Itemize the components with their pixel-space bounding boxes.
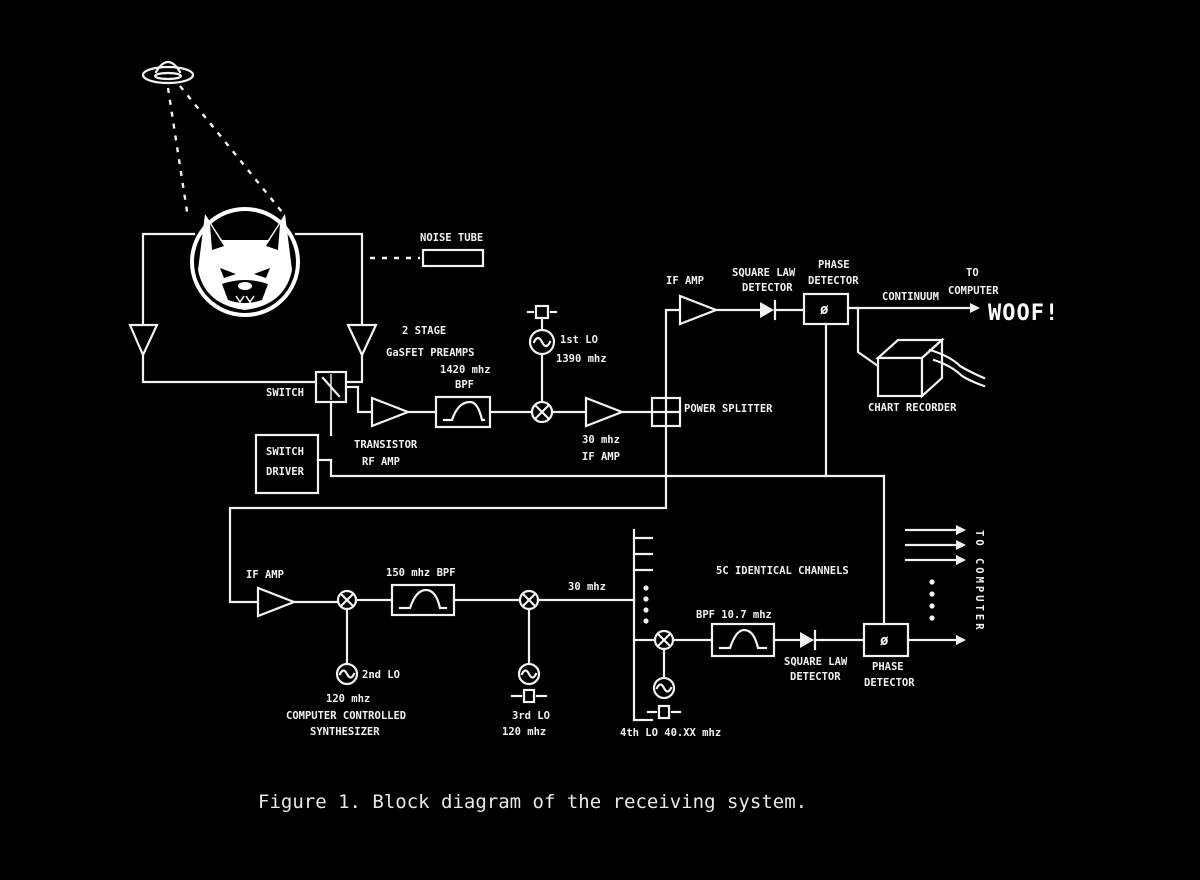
preamps-label-1: 2 STAGE (402, 325, 446, 337)
lo3-label-2: 120 mhz (502, 726, 546, 738)
output-arrows (904, 525, 966, 621)
diode-icon-bottom (800, 629, 817, 651)
to-computer-label-2: COMPUTER (948, 285, 999, 297)
amplifier-icon-right (346, 323, 378, 358)
mixer-icon-3 (518, 589, 540, 611)
sqlaw-bot-label-1: SQUARE LAW (784, 656, 848, 668)
lo4-label: 4th LO 40.XX mhz (620, 727, 721, 739)
rf-chain-wiring (344, 316, 654, 414)
lo2-label-2: 120 mhz (326, 693, 370, 705)
bpf-107-label: BPF 10.7 mhz (696, 609, 772, 621)
continuum-label: CONTINUUM (882, 291, 939, 303)
amplifier-icon-if-top (678, 294, 720, 326)
mixer-icon-1 (530, 400, 554, 424)
channel-bus (632, 528, 654, 722)
transistor-label-1: TRANSISTOR (354, 439, 418, 451)
crystal-icon-lo1 (526, 304, 558, 320)
chart-recorder-icon (875, 337, 986, 399)
phase-detector-bottom-box (862, 622, 910, 658)
oscillator-icon-lo2 (335, 662, 359, 686)
power-splitter-label: POWER SPLITTER (684, 403, 773, 415)
preamps-label-2: GaSFET PREAMPS (386, 347, 475, 359)
woof-label: WOOF! (988, 301, 1059, 326)
bpf-107-box (710, 622, 776, 658)
lo2-label-3: COMPUTER CONTROLLED (286, 710, 406, 722)
diode-icon-top (760, 299, 777, 321)
lo2-label-1: 2nd LO (362, 669, 400, 681)
mixer-icon-2 (336, 589, 358, 611)
to-computer-label-1: TO (966, 267, 979, 279)
amplifier-icon-transistor (370, 396, 412, 428)
oscillator-icon-lo1 (528, 328, 556, 356)
mhz30-label: 30 mhz (568, 581, 606, 593)
switch-icon (314, 370, 348, 404)
bpf-150-box (390, 583, 456, 617)
lo3-label-1: 3rd LO (512, 710, 550, 722)
oscillator-icon-lo3 (517, 662, 541, 686)
amplifier-icon-if-bottom (256, 586, 298, 618)
switch-label: SWITCH (266, 387, 304, 399)
ufo-beam (166, 85, 283, 219)
phase-top-label-1: PHASE (818, 259, 850, 271)
crystal-icon-lo4 (646, 704, 682, 720)
bpf-1420-label-2: BPF (455, 379, 474, 391)
amplifier-icon-left (128, 323, 159, 358)
phase-bot-symbol: ø (880, 633, 889, 649)
lo2-label-4: SYNTHESIZER (310, 726, 380, 738)
phase-bot-label-1: PHASE (872, 661, 904, 673)
bpf-150-label: 150 mhz BPF (386, 567, 456, 579)
mixer-icon-4 (653, 629, 675, 651)
chart-recorder-label: CHART RECORDER (868, 402, 957, 414)
if-amp-bottom-label: IF AMP (246, 569, 284, 581)
front-end-wiring (141, 232, 420, 384)
power-splitter-icon (650, 396, 682, 428)
switch-driver-label-2: DRIVER (266, 466, 305, 478)
lo1-label-2: 1390 mhz (556, 353, 607, 365)
channels-label: 5C IDENTICAL CHANNELS (716, 565, 849, 577)
ufo-icon (141, 60, 195, 85)
amplifier-icon-if30 (584, 396, 626, 428)
to-computer-vertical-label: TO COMPUTER (973, 530, 985, 633)
shiba-dog-icon (190, 207, 300, 317)
bpf-1420-label-1: 1420 mhz (440, 364, 491, 376)
switch-driver-label-1: SWITCH (266, 446, 304, 458)
bpf-1420-box (434, 395, 492, 429)
noise-tube-label: NOISE TUBE (420, 232, 483, 244)
sqlaw-top-label-2: DETECTOR (742, 282, 793, 294)
if-amp-top-label: IF AMP (666, 275, 704, 287)
lo1-label-1: 1st LO (560, 334, 598, 346)
phase-top-symbol: ø (820, 302, 829, 318)
noise-tube-box (421, 248, 485, 268)
sqlaw-bot-label-2: DETECTOR (790, 671, 841, 683)
phase-bot-label-2: DETECTOR (864, 677, 915, 689)
switch-driver-box (254, 433, 320, 495)
sqlaw-top-label-1: SQUARE LAW (732, 267, 796, 279)
if30-label-1: 30 mhz (582, 434, 620, 446)
phase-top-label-2: DETECTOR (808, 275, 859, 287)
transistor-label-2: RF AMP (362, 456, 400, 468)
crystal-icon-lo3 (510, 688, 548, 704)
oscillator-icon-lo4 (652, 676, 676, 700)
figure-caption: Figure 1. Block diagram of the receiving… (258, 791, 807, 813)
if30-label-2: IF AMP (582, 451, 620, 463)
